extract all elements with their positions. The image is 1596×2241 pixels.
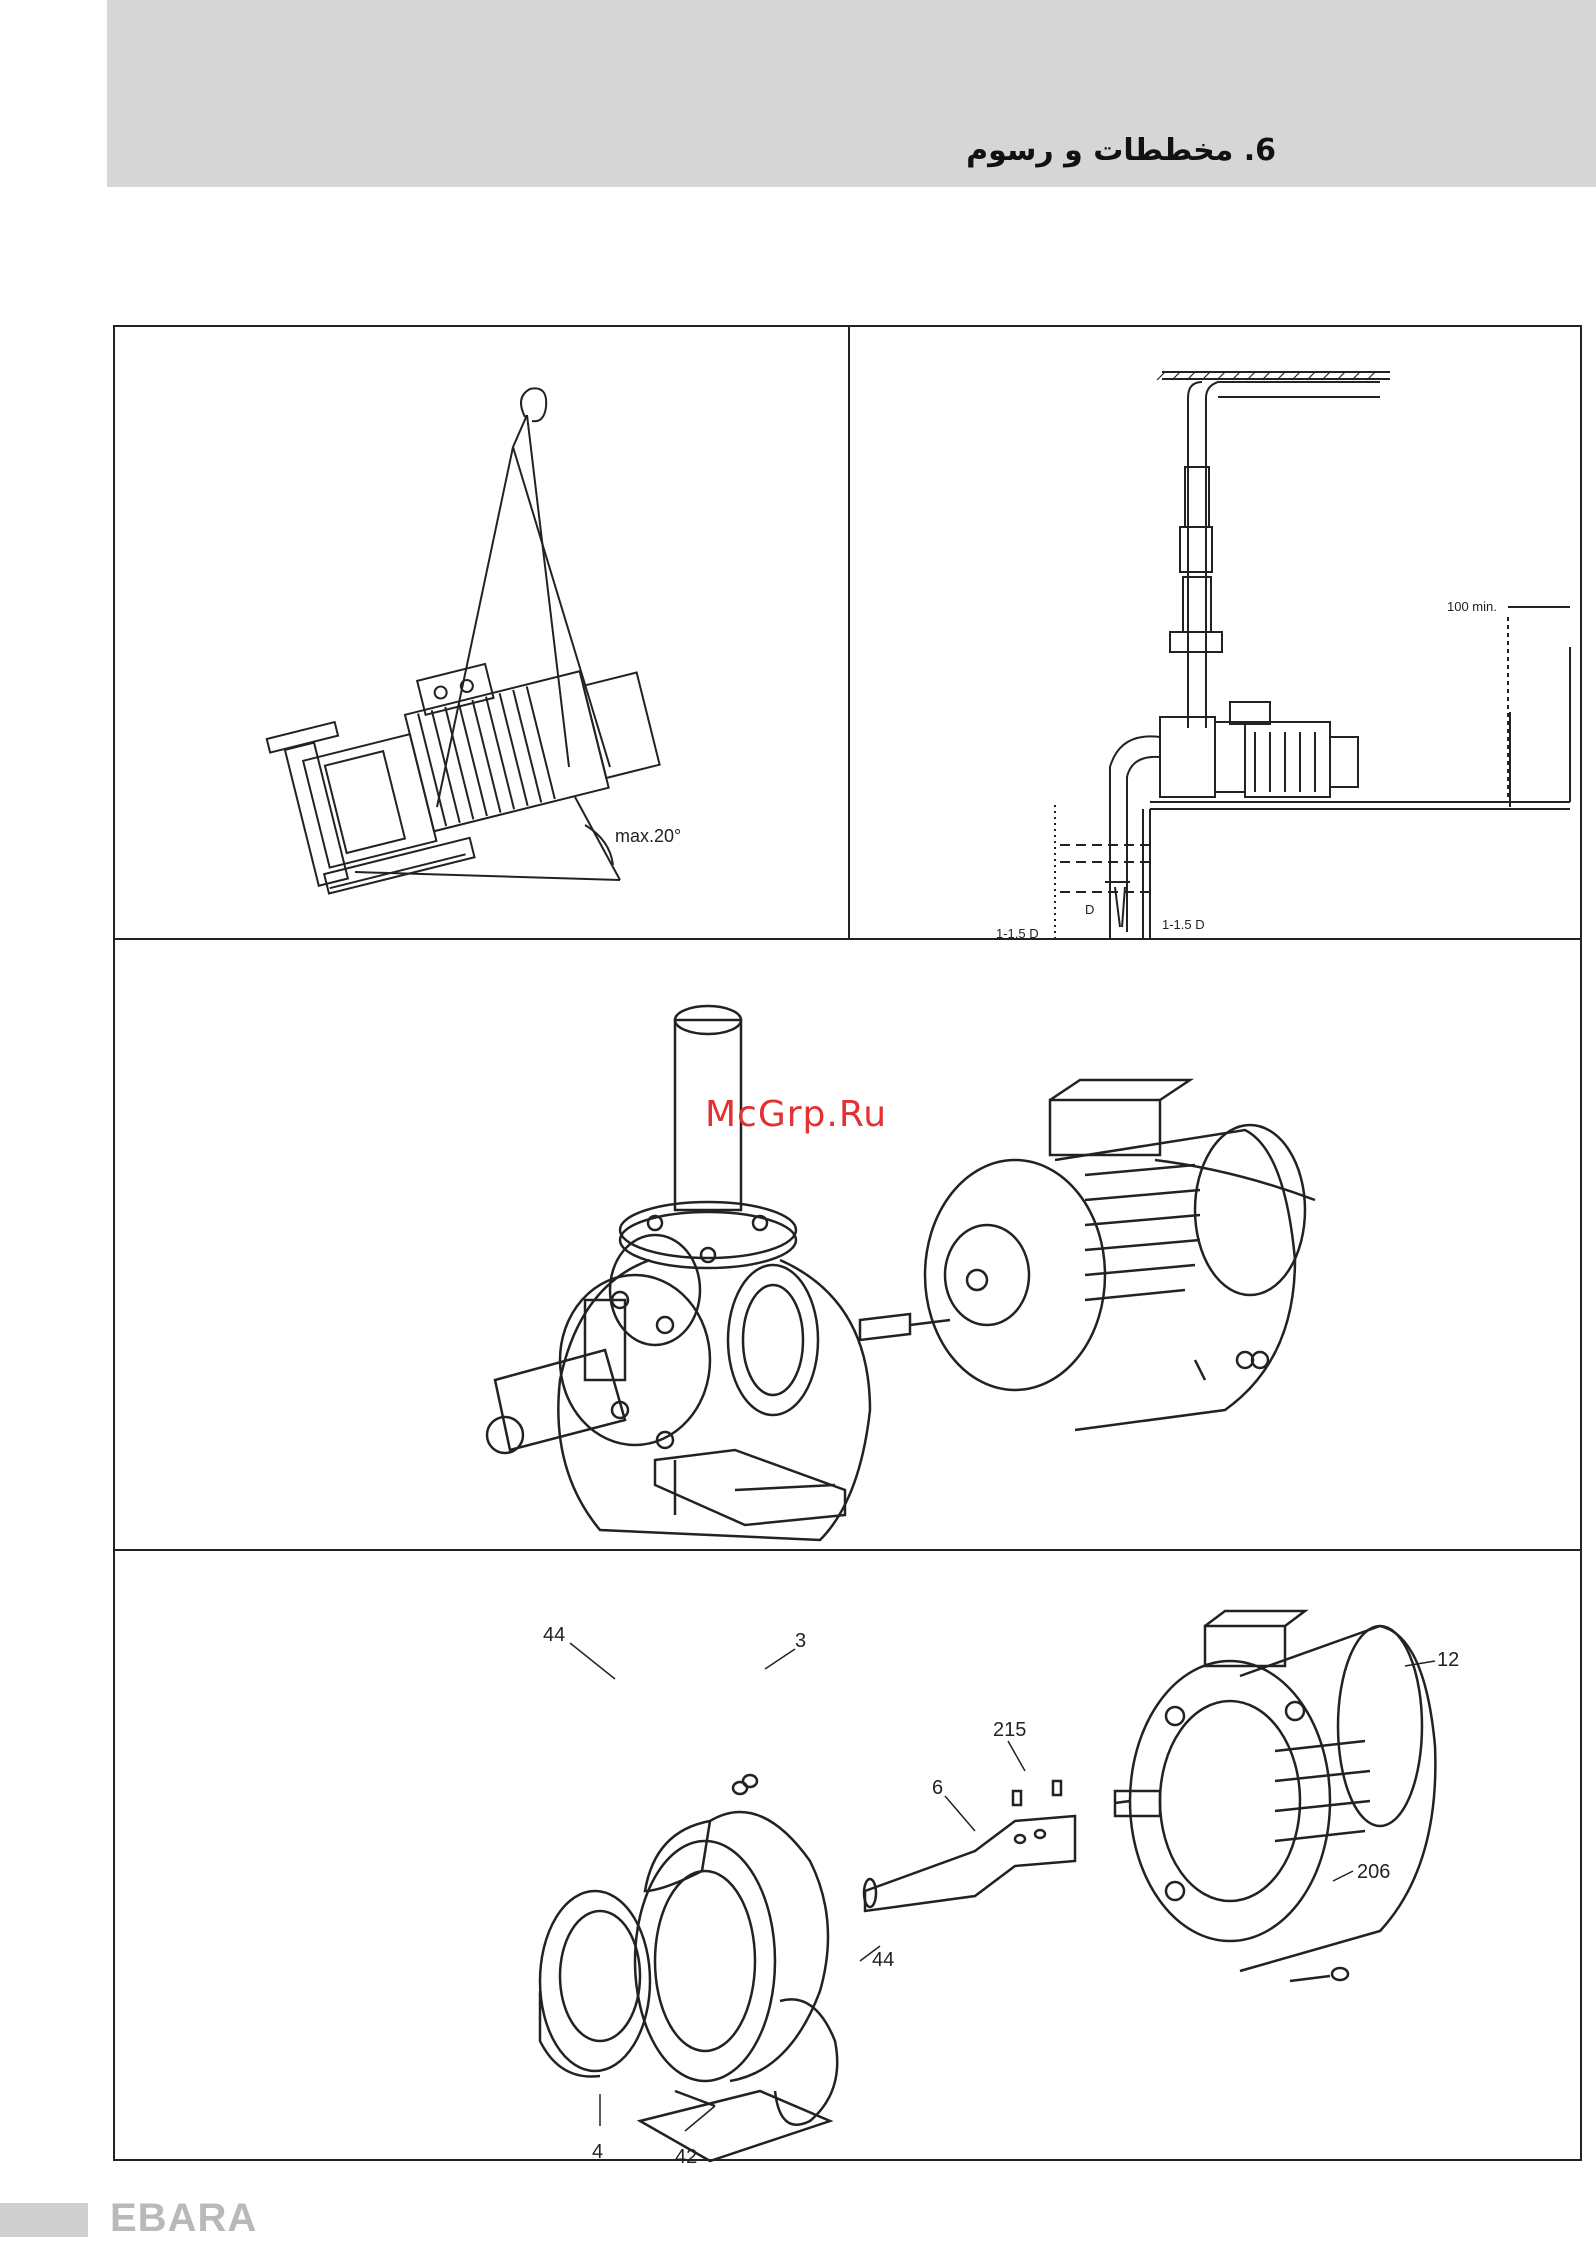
distance-label: 100 min. bbox=[1447, 599, 1497, 614]
pump-assembly-diagram bbox=[115, 940, 1584, 1549]
part-label-12: 12 bbox=[1437, 1649, 1459, 1671]
part-label-206: 206 bbox=[1357, 1861, 1390, 1883]
part-label-42: 42 bbox=[675, 2146, 697, 2163]
part-label-44-left: 44 bbox=[543, 1624, 565, 1646]
footer-bar bbox=[0, 2203, 88, 2237]
lifting-diagram: max.20° bbox=[115, 327, 848, 938]
diameter-label: D bbox=[1085, 902, 1094, 917]
section-title: 6. مخططات و رسوم bbox=[966, 133, 1276, 168]
part-label-6: 6 bbox=[932, 1777, 943, 1799]
watermark: McGrp.Ru bbox=[705, 1094, 887, 1135]
figure-frame: max.20° bbox=[113, 325, 1582, 2161]
part-label-3: 3 bbox=[795, 1630, 806, 1652]
clearance-left-label: 1-1.5 D bbox=[996, 926, 1039, 938]
page-header bbox=[107, 0, 1596, 187]
brand-logo: EBARA bbox=[110, 2196, 257, 2241]
max-angle-label: max.20° bbox=[615, 826, 681, 846]
exploded-view-diagram: 44 3 44 4 42 6 215 12 206 bbox=[115, 1551, 1584, 2163]
installation-diagram: 100 min. D 1-1.5 D 1-1.5 D bbox=[850, 327, 1584, 938]
part-label-4: 4 bbox=[592, 2141, 603, 2163]
part-label-44-right: 44 bbox=[872, 1949, 894, 1971]
clearance-right-label: 1-1.5 D bbox=[1162, 917, 1205, 932]
part-label-215: 215 bbox=[993, 1719, 1026, 1741]
